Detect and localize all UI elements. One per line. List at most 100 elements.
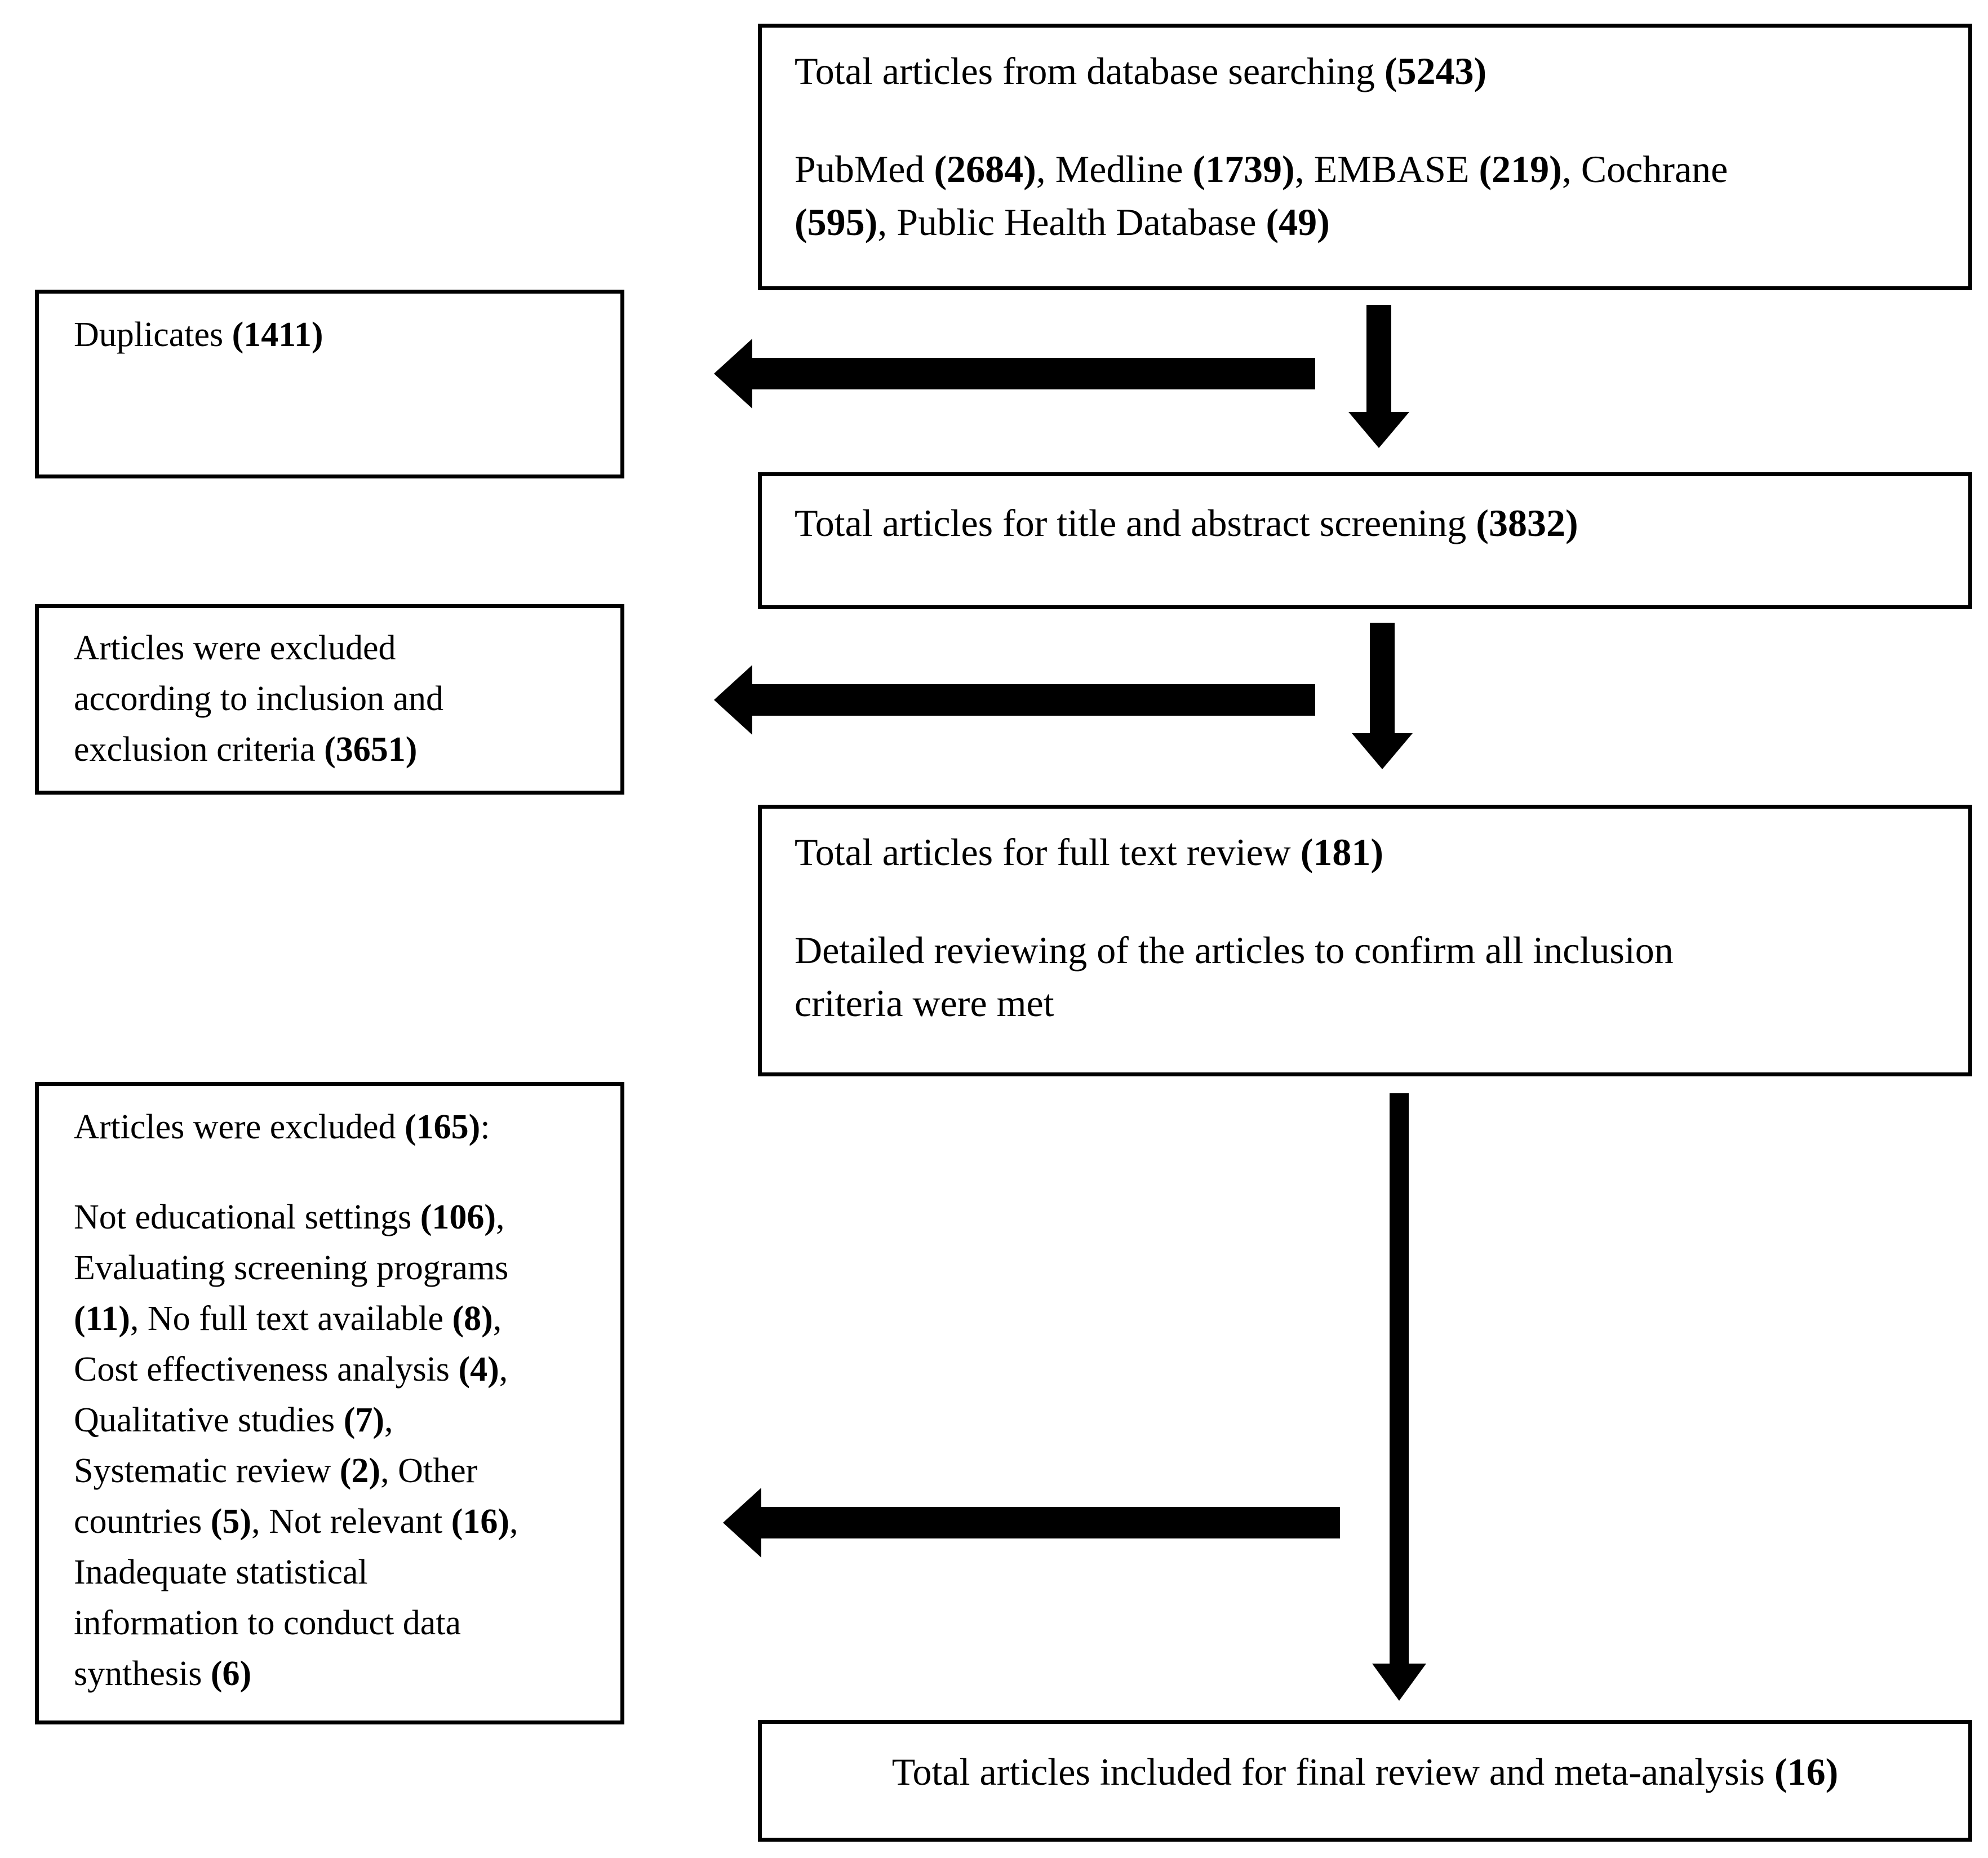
count-value: (49) [1266, 201, 1330, 243]
label-text: , Cochrane [1561, 148, 1728, 190]
text-line: Total articles for full text review (181… [795, 826, 1946, 879]
text-line: Total articles from database searching (… [795, 45, 1946, 97]
paragraph: Total articles for full text review (181… [795, 826, 1946, 879]
count-value: (7) [343, 1401, 384, 1439]
text-line: Duplicates (1411) [74, 309, 610, 360]
down-arrow-to-screening [1366, 305, 1391, 412]
box-final-review: Total articles included for final review… [758, 1720, 1972, 1842]
text-line: according to inclusion and [74, 673, 610, 724]
count-value: (219) [1479, 148, 1562, 190]
left-arrow-to-excluded-165 [761, 1507, 1340, 1538]
count-value: (5243) [1384, 50, 1487, 92]
paragraph: Total articles for title and abstract sc… [795, 496, 1946, 549]
text-line: PubMed (2684), Medline (1739), EMBASE (2… [795, 143, 1946, 196]
label-text: according to inclusion and [74, 680, 443, 718]
label-text: Detailed reviewing of the articles to co… [795, 929, 1674, 972]
count-value: (2) [339, 1452, 381, 1490]
box-excluded-by-criteria: Articles were excluded according to inclu… [35, 604, 624, 795]
count-value: (11) [74, 1300, 130, 1338]
label-text: Articles were excluded [74, 1108, 405, 1146]
text-line: (11), No full text available (8), [74, 1293, 610, 1344]
count-value: (165) [405, 1108, 481, 1146]
count-value: (2684) [934, 148, 1036, 190]
box-database-search: Total articles from database searching (… [758, 24, 1972, 290]
paragraph: PubMed (2684), Medline (1739), EMBASE (2… [795, 143, 1946, 249]
paragraph: Not educational settings (106), Evaluatin… [74, 1192, 610, 1699]
count-value: (16) [1774, 1750, 1839, 1793]
left-arrow-to-duplicates-head [714, 339, 752, 409]
paragraph: Duplicates (1411) [74, 309, 610, 360]
box-duplicates: Duplicates (1411) [35, 290, 624, 478]
left-arrow-to-excluded-criteria-head [714, 665, 752, 735]
paragraph: Total articles from database searching (… [795, 45, 1946, 97]
label-text: , Not relevant [251, 1502, 451, 1541]
box-title-abstract-screening: Total articles for title and abstract sc… [758, 472, 1972, 609]
text-line: Cost effectiveness analysis (4), [74, 1344, 610, 1395]
down-arrow-to-full-text-head [1352, 733, 1413, 769]
label-text: Cost effectiveness analysis [74, 1350, 459, 1389]
label-text: Duplicates [74, 316, 232, 354]
label-text: , [499, 1350, 508, 1389]
count-value: (8) [452, 1300, 493, 1338]
label-text: , [509, 1502, 518, 1541]
label-text: , No full text available [130, 1300, 452, 1338]
down-arrow-to-screening-head [1348, 412, 1409, 448]
label-text: countries [74, 1502, 211, 1541]
count-value: (106) [420, 1198, 496, 1236]
text-line: Detailed reviewing of the articles to co… [795, 924, 1946, 977]
label-text: Total articles included for final review… [891, 1750, 1774, 1793]
paragraph: Articles were excluded according to inclu… [74, 623, 610, 775]
count-value: (3832) [1476, 502, 1578, 544]
text-line: Evaluating screening programs [74, 1243, 610, 1293]
count-value: (595) [795, 201, 878, 243]
text-line: countries (5), Not relevant (16), [74, 1496, 610, 1547]
label-text: Total articles for full text review [795, 831, 1301, 873]
label-text: criteria were met [795, 982, 1054, 1025]
label-text: information to conduct data [74, 1604, 461, 1642]
text-line: Qualitative studies (7), [74, 1395, 610, 1445]
label-text: Evaluating screening programs [74, 1249, 509, 1287]
text-line: information to conduct data [74, 1598, 610, 1648]
count-value: (16) [451, 1502, 510, 1541]
count-value: (1411) [232, 316, 323, 354]
label-text: , Public Health Database [877, 201, 1266, 243]
label-text: , Medline [1036, 148, 1193, 190]
down-arrow-to-full-text [1370, 623, 1395, 733]
count-value: (5) [210, 1502, 252, 1541]
paragraph: Detailed reviewing of the articles to co… [795, 924, 1946, 1030]
text-line: Systematic review (2), Other [74, 1445, 610, 1496]
label-text: Not educational settings [74, 1198, 420, 1236]
label-text: Systematic review [74, 1452, 340, 1490]
label-text: exclusion criteria [74, 730, 325, 769]
count-value: (6) [210, 1655, 252, 1693]
down-arrow-to-final [1390, 1093, 1409, 1664]
count-value: (4) [458, 1350, 499, 1389]
label-text: , Other [380, 1452, 478, 1490]
box-excluded-165: Articles were excluded (165): Not educati… [35, 1082, 624, 1724]
count-value: (1739) [1192, 148, 1295, 190]
label-text: , [492, 1300, 502, 1338]
left-arrow-to-excluded-criteria [752, 684, 1315, 716]
label-text: synthesis [74, 1655, 211, 1693]
paragraph: Total articles included for final review… [773, 1745, 1957, 1798]
label-text: , [496, 1198, 505, 1236]
label-text: Inadequate statistical [74, 1553, 368, 1591]
text-line: Not educational settings (106), [74, 1192, 610, 1243]
left-arrow-to-excluded-165-head [723, 1488, 761, 1558]
label-text: PubMed [795, 148, 934, 190]
text-line: synthesis (6) [74, 1648, 610, 1699]
text-line: Total articles included for final review… [773, 1745, 1957, 1798]
label-text: Qualitative studies [74, 1401, 344, 1439]
paragraph: Articles were excluded (165): [74, 1102, 610, 1152]
label-text: Total articles for title and abstract sc… [795, 502, 1476, 544]
label-text: Total articles from database searching [795, 50, 1384, 92]
text-line: Articles were excluded (165): [74, 1102, 610, 1152]
text-line: Total articles for title and abstract sc… [795, 496, 1946, 549]
text-line: Inadequate statistical [74, 1547, 610, 1598]
box-full-text-review: Total articles for full text review (181… [758, 805, 1972, 1076]
left-arrow-to-duplicates [752, 358, 1315, 389]
label-text: Articles were excluded [74, 629, 396, 667]
text-line: criteria were met [795, 977, 1946, 1030]
down-arrow-to-final-head [1372, 1664, 1426, 1701]
text-line: (595), Public Health Database (49) [795, 196, 1946, 249]
